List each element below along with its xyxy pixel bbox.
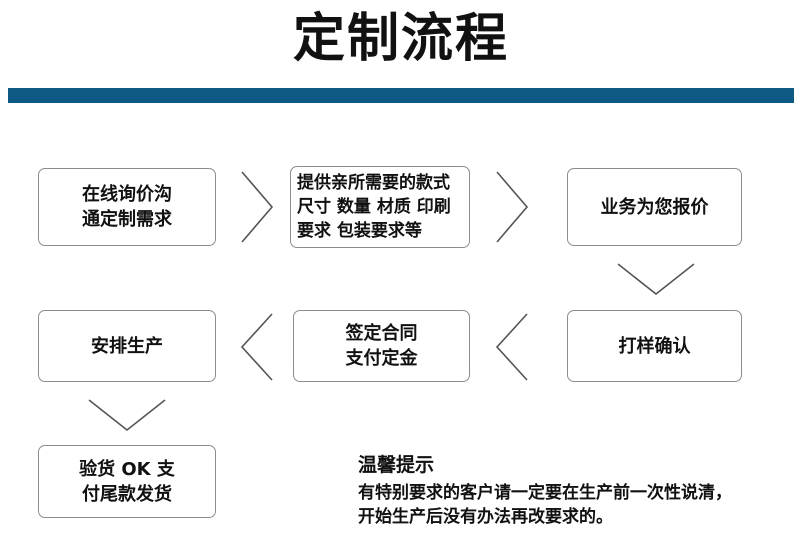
chevron-down-icon-quote-to-sample (612, 256, 700, 302)
flow-step-sample-label: 打样确认 (618, 335, 691, 357)
flow-step-quote[interactable]: 业务为您报价 (567, 168, 742, 246)
page-title: 定制流程 (292, 9, 509, 69)
flow-step-inquiry-label: 在线询价沟 通定制需求 (82, 184, 172, 230)
chevron-left-icon-contract-to-production (232, 308, 282, 386)
chevron-right-icon-specs-to-quote (487, 166, 537, 248)
flow-step-contract[interactable]: 签定合同 支付定金 (293, 310, 470, 382)
flow-step-sample[interactable]: 打样确认 (567, 310, 742, 382)
flow-step-specs[interactable]: 提供亲所需要的款式 尺寸 数量 材质 印刷 要求 包装要求等 (290, 166, 470, 248)
flow-step-production-label: 安排生产 (91, 335, 163, 357)
title-divider-bar (8, 88, 794, 103)
chevron-down-icon-production-to-delivery (83, 392, 171, 438)
chevron-left-icon-sample-to-contract (487, 308, 537, 386)
flow-step-production[interactable]: 安排生产 (38, 310, 216, 382)
chevron-right-icon-inquiry-to-specs (232, 166, 282, 248)
warm-reminder-body: 有特别要求的客户请一定要在生产前一次性说清， 开始生产后没有办法再改要求的。 (358, 483, 732, 527)
flow-step-specs-label: 提供亲所需要的款式 尺寸 数量 材质 印刷 要求 包装要求等 (297, 173, 451, 241)
flow-step-delivery[interactable]: 验货 OK 支 付尾款发货 (38, 445, 216, 518)
warm-reminder-note: 温馨提示 有特别要求的客户请一定要在生产前一次性说清， 开始生产后没有办法再改要… (358, 452, 790, 529)
flow-step-delivery-label: 验货 OK 支 付尾款发货 (79, 458, 175, 505)
flow-step-quote-label: 业务为您报价 (600, 196, 709, 218)
flow-step-contract-label: 签定合同 支付定金 (345, 323, 418, 369)
warm-reminder-title: 温馨提示 (358, 454, 435, 476)
flow-step-inquiry[interactable]: 在线询价沟 通定制需求 (38, 168, 216, 246)
